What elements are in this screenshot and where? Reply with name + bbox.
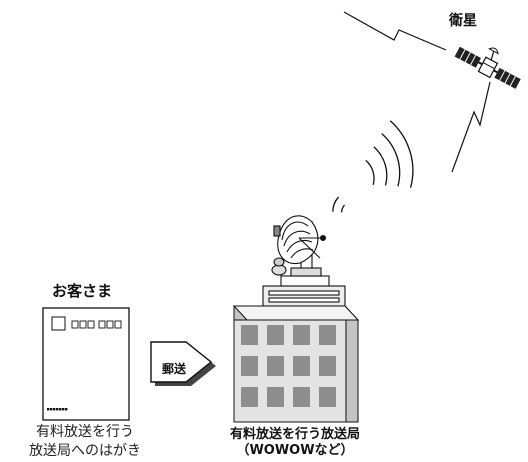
station-caption-line2: （WOWOWなど） — [236, 443, 354, 458]
mail-label: 郵送 — [162, 362, 187, 376]
dish-antenna-icon — [262, 215, 346, 307]
mail-arrow-icon — [150, 341, 216, 386]
uplink-signal-line — [343, 11, 491, 173]
satellite-icon — [454, 46, 521, 89]
postcard-caption: 有料放送を行う 放送局へのはがき — [20, 423, 150, 461]
building-windows — [241, 325, 336, 407]
postcard-caption-line1: 有料放送を行う — [36, 424, 134, 440]
broadcast-station-building — [232, 305, 360, 423]
station-caption-line1: 有料放送を行う放送局 — [229, 427, 360, 442]
station-caption: 有料放送を行う放送局 （WOWOWなど） — [190, 427, 400, 459]
postcard-icon — [42, 307, 130, 421]
postcard-caption-line2: 放送局へのはがき — [29, 443, 141, 459]
radio-waves-icon — [332, 120, 414, 213]
satellite-label: 衛星 — [449, 13, 477, 29]
customer-label: お客さま — [52, 282, 113, 300]
